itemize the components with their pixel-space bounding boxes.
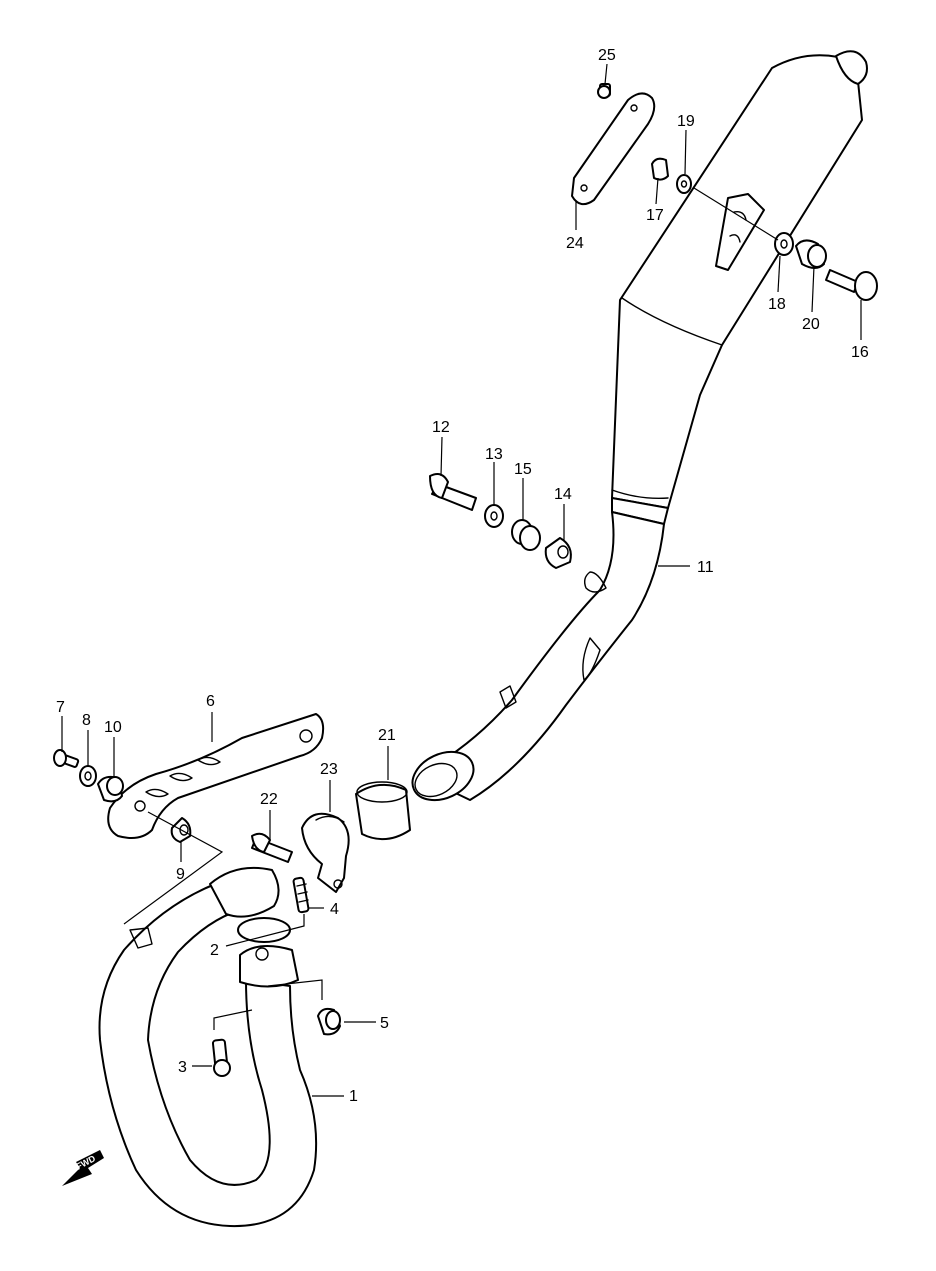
callout-18: 18 — [768, 296, 786, 313]
callout-16: 16 — [851, 344, 869, 361]
callout-labels: 25 19 17 24 18 20 16 12 13 15 14 11 6 7 … — [56, 47, 869, 1105]
bolt-22[interactable] — [251, 832, 293, 863]
fwd-arrow-icon: FWD — [62, 1150, 104, 1186]
spacer-15[interactable] — [511, 519, 541, 551]
bolt-7[interactable] — [53, 749, 80, 768]
exhaust-pipe[interactable] — [98, 866, 318, 1228]
callout-1: 1 — [349, 1088, 358, 1105]
bolt-12[interactable] — [429, 473, 477, 511]
callout-20: 20 — [802, 316, 820, 333]
callout-21: 21 — [378, 727, 396, 744]
callout-13: 13 — [485, 446, 503, 463]
callout-17: 17 — [646, 207, 664, 224]
callout-5: 5 — [380, 1015, 389, 1032]
stud-4[interactable] — [292, 876, 310, 914]
callout-23: 23 — [320, 761, 338, 778]
callout-10: 10 — [104, 719, 122, 736]
collar-14[interactable] — [544, 537, 572, 569]
callout-12: 12 — [432, 419, 450, 436]
bolt-16[interactable] — [825, 269, 878, 301]
callout-19: 19 — [677, 113, 695, 130]
washer-13[interactable] — [484, 504, 504, 528]
muffler[interactable] — [611, 50, 868, 525]
callout-2: 2 — [210, 942, 219, 959]
callout-25: 25 — [598, 47, 616, 64]
callout-3: 3 — [178, 1059, 187, 1076]
stud-3[interactable] — [211, 1038, 231, 1077]
callout-15: 15 — [514, 461, 532, 478]
washer-8[interactable] — [79, 765, 97, 787]
collar-10[interactable] — [97, 775, 124, 803]
nut-5[interactable] — [317, 1007, 341, 1036]
washer-18[interactable] — [774, 232, 794, 256]
callout-4: 4 — [330, 901, 339, 918]
damper-24[interactable] — [571, 92, 656, 206]
callout-7: 7 — [56, 699, 65, 716]
callout-11: 11 — [697, 559, 714, 576]
callout-8: 8 — [82, 712, 91, 729]
callout-24: 24 — [566, 235, 584, 252]
clamp-23[interactable] — [301, 812, 350, 893]
connecting-pipe[interactable] — [405, 511, 665, 809]
heat-shield-bracket[interactable] — [107, 713, 325, 839]
mount-bracket[interactable] — [715, 193, 765, 271]
leader-lines — [61, 63, 862, 1097]
callout-6: 6 — [206, 693, 215, 710]
callout-14: 14 — [554, 486, 572, 503]
callout-9: 9 — [176, 866, 185, 883]
gasket-21[interactable] — [355, 781, 411, 841]
callout-22: 22 — [260, 791, 278, 808]
nut-17[interactable] — [651, 157, 669, 181]
washer-19[interactable] — [676, 174, 692, 194]
spacer-20[interactable] — [795, 239, 827, 269]
bolt-25[interactable] — [597, 83, 611, 99]
